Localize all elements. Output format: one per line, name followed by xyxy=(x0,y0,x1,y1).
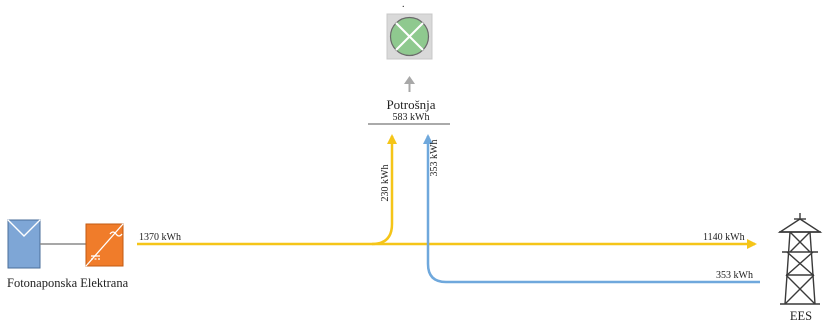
lamp-icon xyxy=(386,13,433,60)
consumption-up-arrow-icon xyxy=(404,76,415,92)
grid-to-consumption-value: 353 kWh xyxy=(429,140,440,177)
solar-panel-icon xyxy=(7,219,41,269)
pv-output-value: 1370 kWh xyxy=(139,232,181,243)
grid-to-consumption-flow xyxy=(423,134,760,284)
pv-plant-label: Fotonaponska Elektrana xyxy=(7,276,129,290)
grid-import-value: 353 kWh xyxy=(716,270,753,281)
pv-to-consumption-flow xyxy=(371,134,397,246)
pv-to-grid-value: 1140 kWh xyxy=(703,232,745,243)
pv-to-consumption-value: 230 kWh xyxy=(380,165,391,202)
grid-label: EES xyxy=(790,309,812,323)
top-dot: . xyxy=(402,0,405,10)
inverter-icon xyxy=(85,223,124,267)
consumption-value: 583 kWh xyxy=(393,112,430,123)
transmission-tower-icon xyxy=(777,213,823,305)
consumption-label: Potrošnja xyxy=(386,97,435,112)
